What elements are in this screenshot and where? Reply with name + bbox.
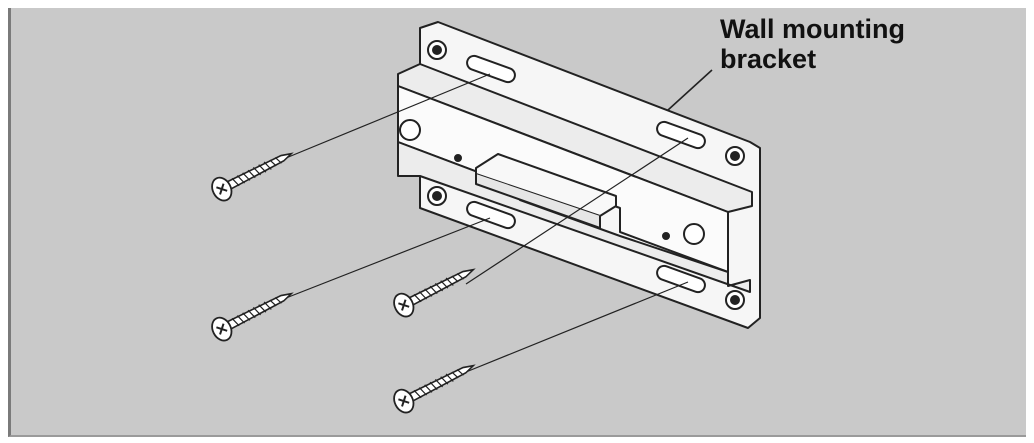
screw-2 — [211, 292, 294, 342]
screw-4 — [393, 364, 476, 414]
wall-mounting-bracket — [397, 21, 761, 329]
screw-1 — [211, 152, 294, 202]
stud-right — [683, 223, 705, 245]
slot-upper-right — [656, 120, 706, 150]
callout-leader — [667, 69, 713, 111]
guide-lines — [285, 73, 689, 373]
stud-left — [399, 119, 421, 141]
callout-label: Wall mounting bracket — [720, 14, 905, 74]
slot-lower-left — [466, 200, 516, 230]
slot-upper-left — [466, 54, 516, 84]
screw-3 — [393, 268, 476, 318]
